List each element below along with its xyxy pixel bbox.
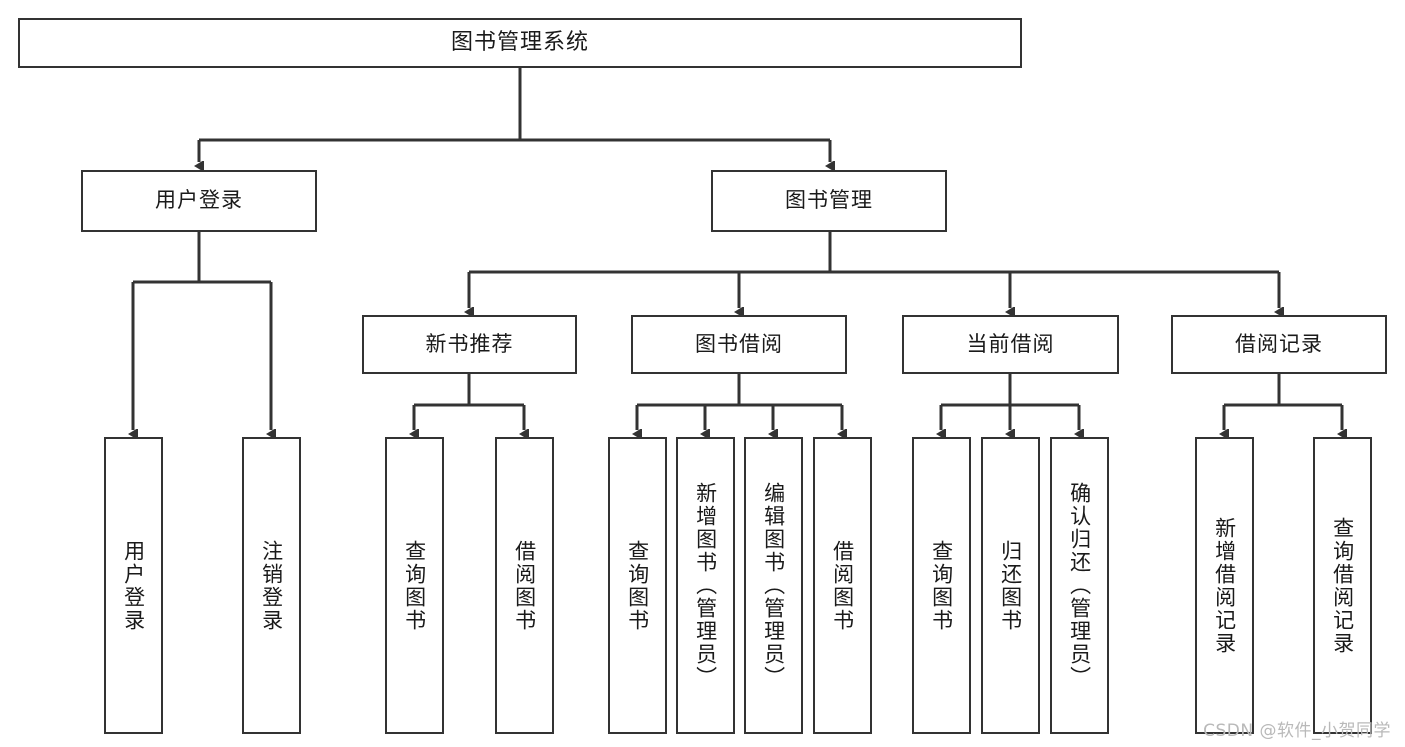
leaf-add-borrow-record[interactable]: 新增借阅记录 [1195, 437, 1254, 734]
leaf-borrow-book-newbook[interactable]: 借阅图书 [495, 437, 554, 734]
leaf-add-book-admin-label: 新增图书（管理员） [693, 482, 718, 689]
leaf-add-book-admin[interactable]: 新增图书（管理员） [676, 437, 735, 734]
leaf-confirm-return-admin[interactable]: 确认归还（管理员） [1050, 437, 1109, 734]
leaf-borrow-book-newbook-label: 借阅图书 [512, 539, 537, 632]
leaf-logout[interactable]: 注销登录 [242, 437, 301, 734]
leaf-query-book-current-label: 查询图书 [929, 539, 954, 632]
leaf-borrow-book-label: 借阅图书 [830, 539, 855, 632]
leaf-query-book-newbook[interactable]: 查询图书 [385, 437, 444, 734]
leaf-return-book-label: 归还图书 [998, 539, 1023, 632]
node-book-borrow[interactable]: 图书借阅 [631, 315, 847, 374]
leaf-query-book-borrow-label: 查询图书 [625, 539, 650, 632]
leaf-logout-label: 注销登录 [259, 539, 284, 632]
leaf-user-login-label: 用户登录 [121, 539, 146, 632]
leaf-add-borrow-record-label: 新增借阅记录 [1212, 516, 1237, 655]
leaf-confirm-return-admin-label: 确认归还（管理员） [1067, 482, 1092, 689]
leaf-query-borrow-record[interactable]: 查询借阅记录 [1313, 437, 1372, 734]
node-current-borrow-label: 当前借阅 [966, 331, 1055, 356]
node-borrow-record-label: 借阅记录 [1235, 331, 1323, 356]
node-new-book-recommend[interactable]: 新书推荐 [362, 315, 577, 374]
leaf-query-book-current[interactable]: 查询图书 [912, 437, 971, 734]
node-borrow-record[interactable]: 借阅记录 [1171, 315, 1387, 374]
node-user-login-label: 用户登录 [155, 188, 243, 213]
node-book-management-label: 图书管理 [785, 188, 873, 213]
node-book-borrow-label: 图书借阅 [695, 331, 783, 356]
leaf-query-book-newbook-label: 查询图书 [402, 539, 427, 632]
leaf-edit-book-admin-label: 编辑图书（管理员） [761, 482, 786, 689]
leaf-query-book-borrow[interactable]: 查询图书 [608, 437, 667, 734]
node-root[interactable]: 图书管理系统 [18, 18, 1022, 68]
leaf-return-book[interactable]: 归还图书 [981, 437, 1040, 734]
node-new-book-recommend-label: 新书推荐 [425, 331, 514, 356]
node-root-label: 图书管理系统 [450, 29, 589, 55]
node-current-borrow[interactable]: 当前借阅 [902, 315, 1119, 374]
leaf-user-login[interactable]: 用户登录 [104, 437, 163, 734]
node-user-login[interactable]: 用户登录 [81, 170, 317, 232]
leaf-borrow-book[interactable]: 借阅图书 [813, 437, 872, 734]
node-book-management[interactable]: 图书管理 [711, 170, 947, 232]
leaf-edit-book-admin[interactable]: 编辑图书（管理员） [744, 437, 803, 734]
leaf-query-borrow-record-label: 查询借阅记录 [1330, 516, 1355, 655]
